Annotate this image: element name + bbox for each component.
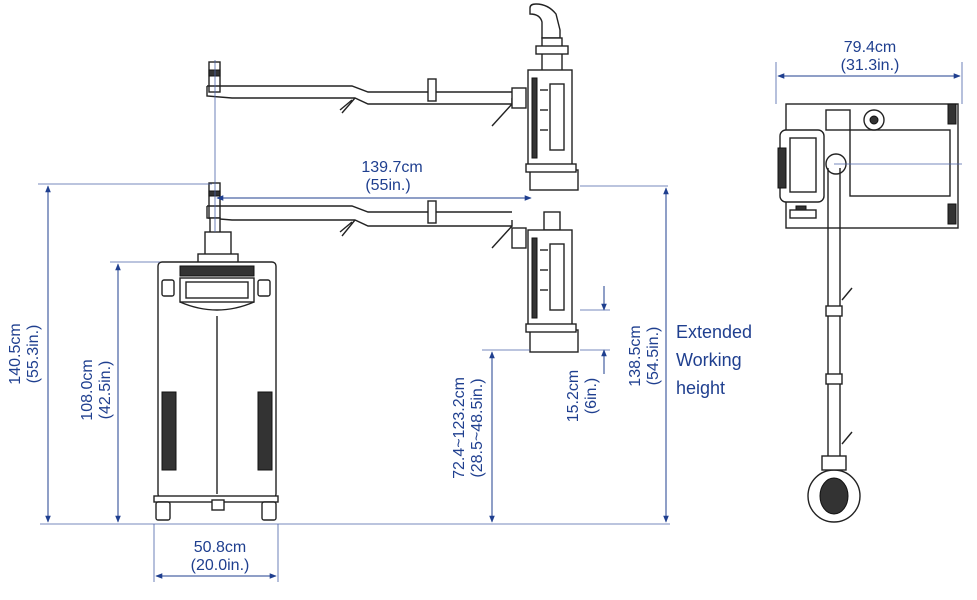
annotation-line-1: Extended	[676, 322, 752, 342]
working-range-imperial: (28.5~48.5in.)	[469, 378, 486, 477]
base-width-imperial: (20.0in.)	[191, 557, 250, 574]
raised-head	[525, 3, 579, 191]
raised-arm	[206, 61, 527, 127]
extended-height-metric: 138.5cm	[627, 325, 644, 386]
working-head	[525, 211, 579, 353]
extended-height-imperial: (54.5in.)	[645, 327, 662, 386]
head-offset-metric: 15.2cm	[565, 370, 582, 422]
top-view	[777, 103, 959, 523]
arm-reach-metric: 139.7cm	[361, 159, 422, 176]
dimension-lines	[38, 60, 963, 582]
arm-reach-imperial: (55in.)	[365, 177, 410, 194]
body-height-imperial: (42.5in.)	[97, 361, 114, 420]
top-width-imperial: (31.3in.)	[841, 57, 900, 74]
total-height-imperial: (55.3in.)	[25, 325, 42, 384]
working-range-metric: 72.4~123.2cm	[451, 377, 468, 479]
top-width-metric: 79.4cm	[844, 39, 896, 56]
dimension-labels: 140.5cm (55.3in.) 108.0cm (42.5in.) 50.8…	[7, 39, 899, 574]
annotation-line-2: Working	[676, 350, 742, 370]
body-height-metric: 108.0cm	[79, 359, 96, 420]
cabinet	[153, 231, 279, 521]
head-offset-imperial: (6in.)	[583, 378, 600, 414]
annotation-line-3: height	[676, 378, 725, 398]
base-width-metric: 50.8cm	[194, 539, 246, 556]
total-height-metric: 140.5cm	[7, 323, 24, 384]
